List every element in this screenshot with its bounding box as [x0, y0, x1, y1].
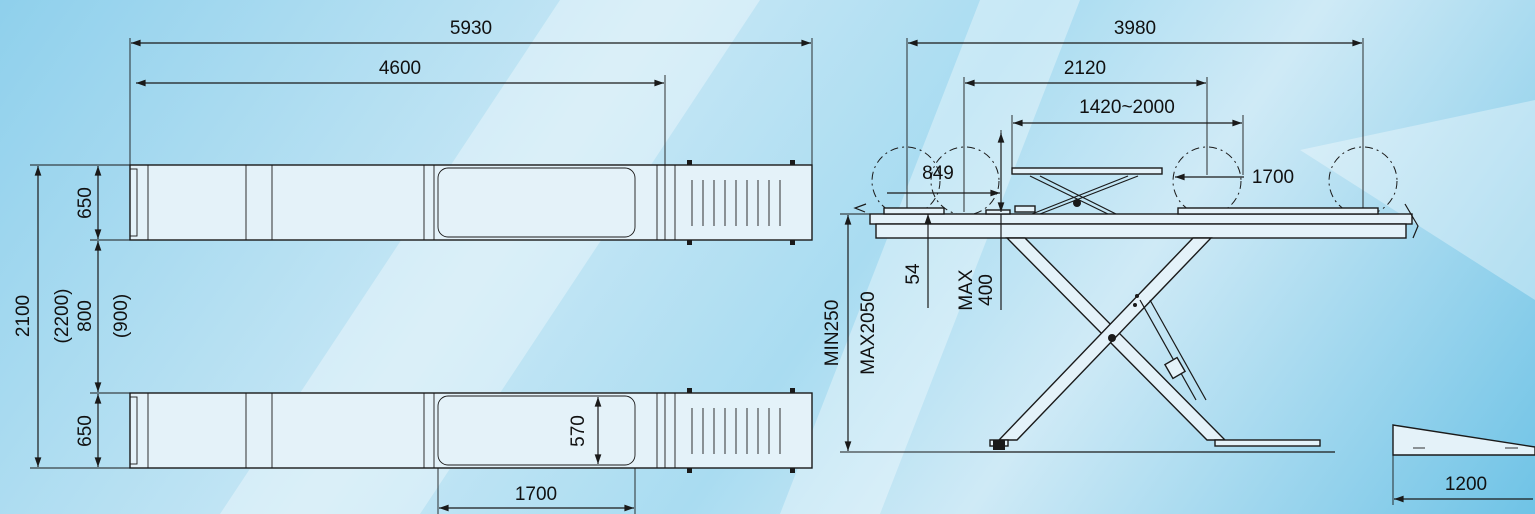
dim-max-lift-label: MAX: [956, 269, 977, 311]
dim-max-height: MAX2050: [858, 291, 879, 374]
dim-total-width-alt: (2200): [52, 289, 73, 344]
dim-platform-length: 4600: [379, 58, 421, 79]
dim-total-width: 2100: [13, 295, 34, 337]
top-view: 5930 4600: [13, 18, 813, 514]
background-stripes: [220, 0, 1535, 514]
dim-platform-1700: 1700: [1252, 167, 1294, 188]
grille-lower: [691, 408, 781, 454]
lower-platform: [129, 388, 813, 473]
dim-wheelbase-mid: 2120: [1064, 58, 1106, 79]
grille-upper: [691, 180, 781, 226]
dim-platform-width-lower: 650: [75, 415, 96, 447]
dim-thickness: 54: [903, 263, 924, 285]
main-scissor: [970, 237, 1335, 453]
dim-plate-width: 570: [568, 415, 589, 447]
dim-gap-alt: (900): [111, 294, 132, 338]
dim-offset-849: 849: [922, 163, 954, 184]
dim-min-height: MIN250: [822, 300, 843, 367]
dim-gap: 800: [75, 300, 96, 332]
ramp-view: 1200: [1392, 424, 1535, 505]
dim-overall-length: 5930: [450, 18, 492, 39]
dim-platform-width-upper: 650: [75, 187, 96, 219]
dim-max-lift-value: 400: [976, 274, 997, 306]
upper-platform: [129, 160, 813, 245]
side-view: 3980 2120 1420~2000 849 1700: [822, 18, 1419, 453]
dim-ramp-length: 1200: [1445, 474, 1487, 495]
dim-plate-length: 1700: [515, 484, 557, 505]
main-platform: [853, 203, 1419, 239]
dim-wheelbase-max: 3980: [1114, 18, 1156, 39]
dim-adjustable-range: 1420~2000: [1079, 97, 1175, 118]
secondary-lift: [1011, 167, 1163, 217]
